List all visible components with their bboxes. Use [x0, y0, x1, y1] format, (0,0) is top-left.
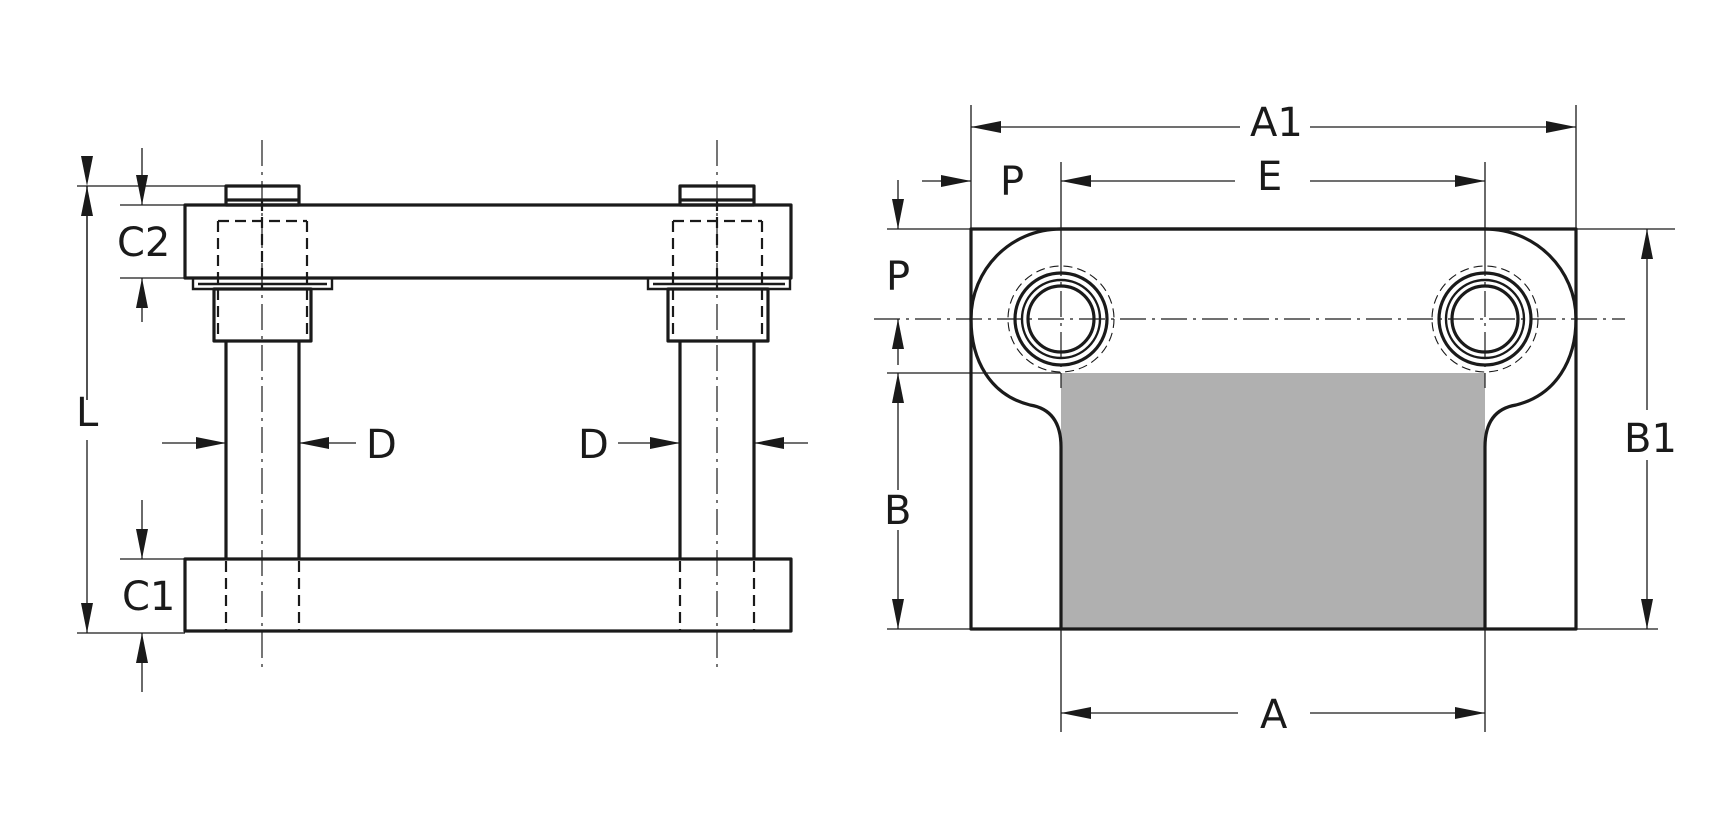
label-b: B	[884, 488, 911, 534]
label-p-top: P	[1000, 159, 1024, 205]
label-l: L	[76, 390, 99, 436]
right-column	[646, 140, 792, 672]
dim-d-right: D	[578, 422, 808, 468]
dim-p-top: P	[922, 159, 1024, 205]
dim-d-left: D	[162, 422, 397, 468]
dim-a1: A1	[971, 100, 1576, 146]
inner-plate-outline	[969, 227, 1578, 629]
dim-p-left: P	[886, 180, 910, 365]
label-e: E	[1257, 154, 1282, 200]
label-c2: C2	[117, 220, 170, 266]
dim-b: B	[884, 373, 911, 629]
label-b1: B1	[1624, 416, 1677, 462]
dim-c2: C2	[117, 148, 185, 322]
label-c1: C1	[122, 574, 175, 620]
top-view: A1 E P P B B1	[874, 100, 1677, 738]
dim-c1: C1	[120, 500, 185, 692]
dim-e: E	[1061, 154, 1485, 200]
label-a: A	[1260, 692, 1288, 738]
shaded-area	[1061, 373, 1485, 629]
top-plate	[183, 203, 793, 280]
label-d-right: D	[578, 422, 609, 468]
dim-a: A	[1061, 692, 1485, 738]
left-column	[191, 140, 334, 672]
dim-l: L	[76, 156, 226, 634]
label-d-left: D	[366, 422, 397, 468]
side-view: L C2 C1 D D	[76, 140, 808, 692]
label-p-left: P	[886, 254, 910, 300]
dim-b1: B1	[1624, 229, 1677, 629]
label-a1: A1	[1250, 100, 1303, 146]
bottom-plate	[183, 557, 793, 633]
